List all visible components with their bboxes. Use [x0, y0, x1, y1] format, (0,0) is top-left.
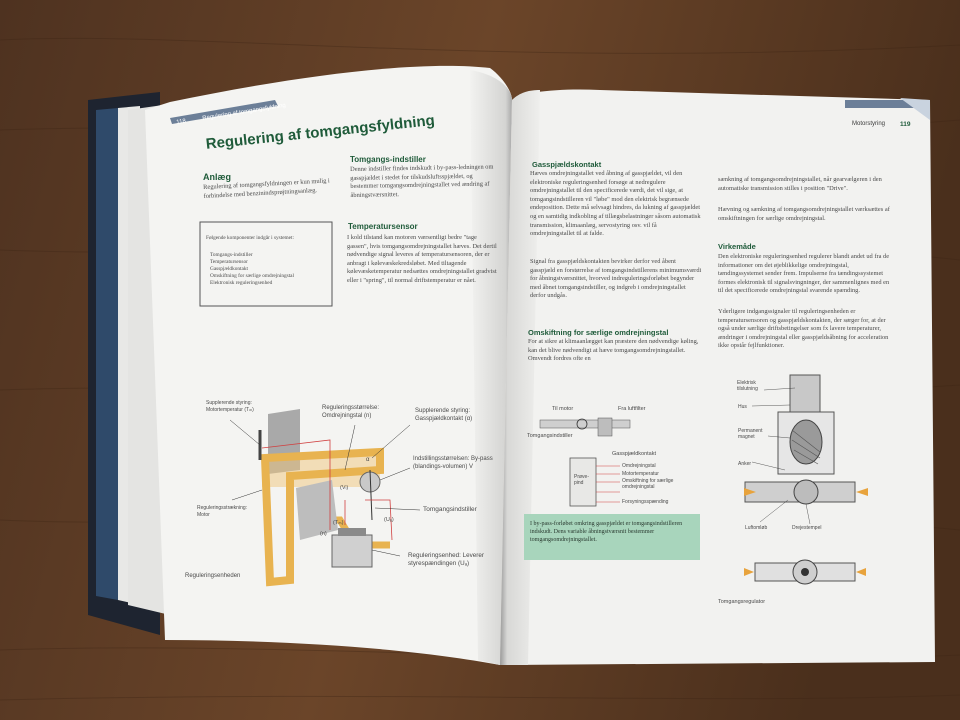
sym-alpha: α: [366, 457, 370, 463]
box-item-2: Temperatursensor: [210, 259, 248, 265]
vl-hus: Hus: [738, 404, 747, 410]
sd-input-1: Omdrejningstal: [622, 463, 656, 469]
anlaeg-heading: Anlæg: [203, 172, 231, 182]
col2-text: sænkning af tomgangsomdrejningstallet, n…: [718, 176, 882, 192]
vl-anker: Anker: [738, 461, 752, 467]
sd-gasspjaeldkontakt: Gasspjældkontakt: [612, 451, 657, 457]
indstiller-heading: Tomgangs-indstiller: [350, 155, 426, 164]
label-gasspjaeld: Supplerende styring: Gasspjældkontakt (α…: [415, 408, 473, 422]
left-footer: Reguleringsenheden: [185, 573, 241, 579]
label-bypass: Indstillingsstørrelsen: By-pass (blandin…: [413, 456, 493, 470]
components-box: [199, 221, 333, 307]
box-intro: Følgende komponenter indgår i systemet:: [206, 235, 294, 241]
right-running-head: Motorstyring: [852, 121, 886, 127]
box-item-5: Elektronisk reguleringsenhed: [210, 280, 273, 286]
omskiftning-heading: Omskiftning for særlige omdrejningstal: [528, 328, 669, 337]
indstiller-text: Denne indstiller findes indskudt i by-pa…: [350, 163, 494, 199]
virkemaade-text2: Yderligere indgangssignaler til reguleri…: [718, 308, 889, 350]
vl-elektrisk: Elektrisk tilslutning: [737, 380, 758, 392]
right-page-number: 119: [900, 121, 911, 128]
label-reguleringsenhed: Reguleringsenhed: Leverer styrespændinge…: [408, 552, 484, 567]
label-motor: Reguleringsstrækning: Motor: [197, 505, 248, 518]
sym-vl: (Vₗ): [340, 485, 349, 491]
sd-input-2: Motortemperatur: [622, 471, 659, 477]
bypass-diagram: [524, 417, 700, 560]
omskiftning-text: For at sikre at klimaanlægget kan præste…: [528, 338, 699, 363]
vl-magnet: Permanent magnet: [738, 428, 763, 440]
caption-text: I by-pass-forløbet omkring gasspjældet e…: [530, 521, 683, 543]
temperatur-text: I kold tilstand kan motoren værsentligt …: [347, 234, 497, 284]
sd-fra-luftfilter: Fra luftfilter: [618, 406, 646, 412]
sd-tomgangsindstiller: Tomgangsindstiller: [527, 433, 573, 439]
sym-tm: (Tₘ): [333, 520, 344, 526]
virkemaade-text: Den elektroniske reguleringsenhed regule…: [718, 253, 890, 295]
gasspjaeld-text2: Signal fra gasspjældskontakten bevirker …: [530, 258, 702, 300]
label-omdrejning: Reguleringsstørrelse: Omdrejningstal (n): [322, 405, 380, 419]
sym-n: (n): [320, 531, 327, 537]
sd-provepind: Prøve-pind: [574, 474, 589, 486]
label-supplerende-motor: Supplerende styring: Motortemperatur (Tₘ…: [206, 400, 254, 413]
control-loop-diagram: [229, 409, 421, 587]
vl-luftomlob: Luftomløb: [745, 525, 768, 531]
caption-box: [524, 514, 700, 560]
temperatur-heading: Temperatursensor: [348, 222, 418, 231]
sym-ua: (Uₐ): [384, 517, 394, 523]
vl-drejestempel: Drejestempel: [792, 525, 822, 531]
idle-regulator-drawing: [744, 374, 868, 585]
box-item-4: Omskiftning for særlige omdrejningstal: [210, 273, 295, 279]
label-tomgangsindstiller: Tomgangsindstiller: [423, 506, 477, 513]
virkemaade-heading: Virkemåde: [718, 242, 756, 251]
sd-til-motor: Til motor: [552, 406, 574, 412]
left-page: [145, 65, 512, 665]
box-item-3: Gasspjældkontakt: [210, 266, 248, 272]
vl-footer: Tomgangsregulator: [718, 599, 766, 605]
gasspjaeld-text: Hæves omdrejningstallet ved åbning af ga…: [530, 170, 701, 238]
box-item-1: Tomgangs-indstiller: [210, 252, 253, 258]
gasspjaeld-heading: Gasspjældskontakt: [532, 160, 602, 169]
sd-input-4: Forsyningsspænding: [622, 499, 669, 505]
sd-input-3: Omskiftning for særlige omdrejningstal: [622, 478, 674, 490]
col2-text2: Hævning og sænkning af tomgangsomdrejnin…: [718, 206, 890, 222]
